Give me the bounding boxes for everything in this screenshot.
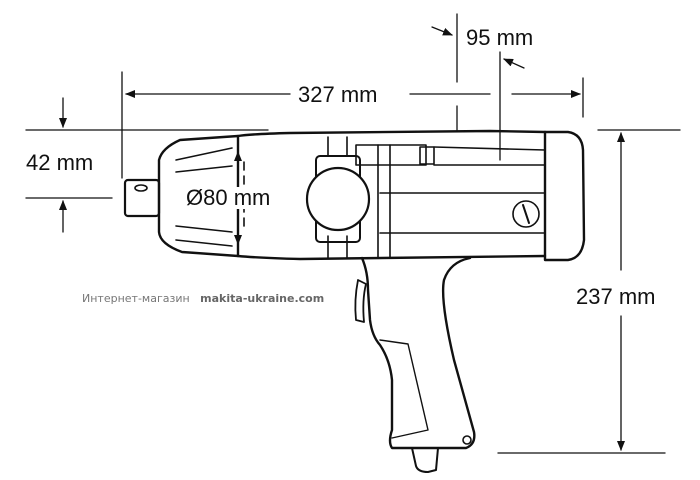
watermark-prefix: Интернет-магазин (82, 292, 190, 305)
housing (236, 129, 547, 261)
handle (354, 256, 476, 473)
rear-cap (543, 130, 586, 262)
dim-label-height: 237 mm (576, 284, 656, 309)
watermark: Интернет-магазин makita-ukraine.com (82, 292, 324, 305)
dim-95 (431, 13, 525, 161)
dim-label-rear-offset: 95 mm (466, 25, 534, 50)
dim-label-nose-diameter: Ø80 mm (186, 185, 271, 210)
dim-42 (25, 97, 269, 233)
anvil (123, 178, 161, 218)
watermark-site: makita-ukraine.com (200, 292, 325, 305)
reverse-knob (305, 155, 371, 243)
dim-327 (121, 71, 584, 179)
dim-label-anvil-height: 42 mm (26, 150, 94, 175)
dim-label-length: 327 mm (298, 82, 378, 107)
dim-237 (497, 129, 681, 454)
